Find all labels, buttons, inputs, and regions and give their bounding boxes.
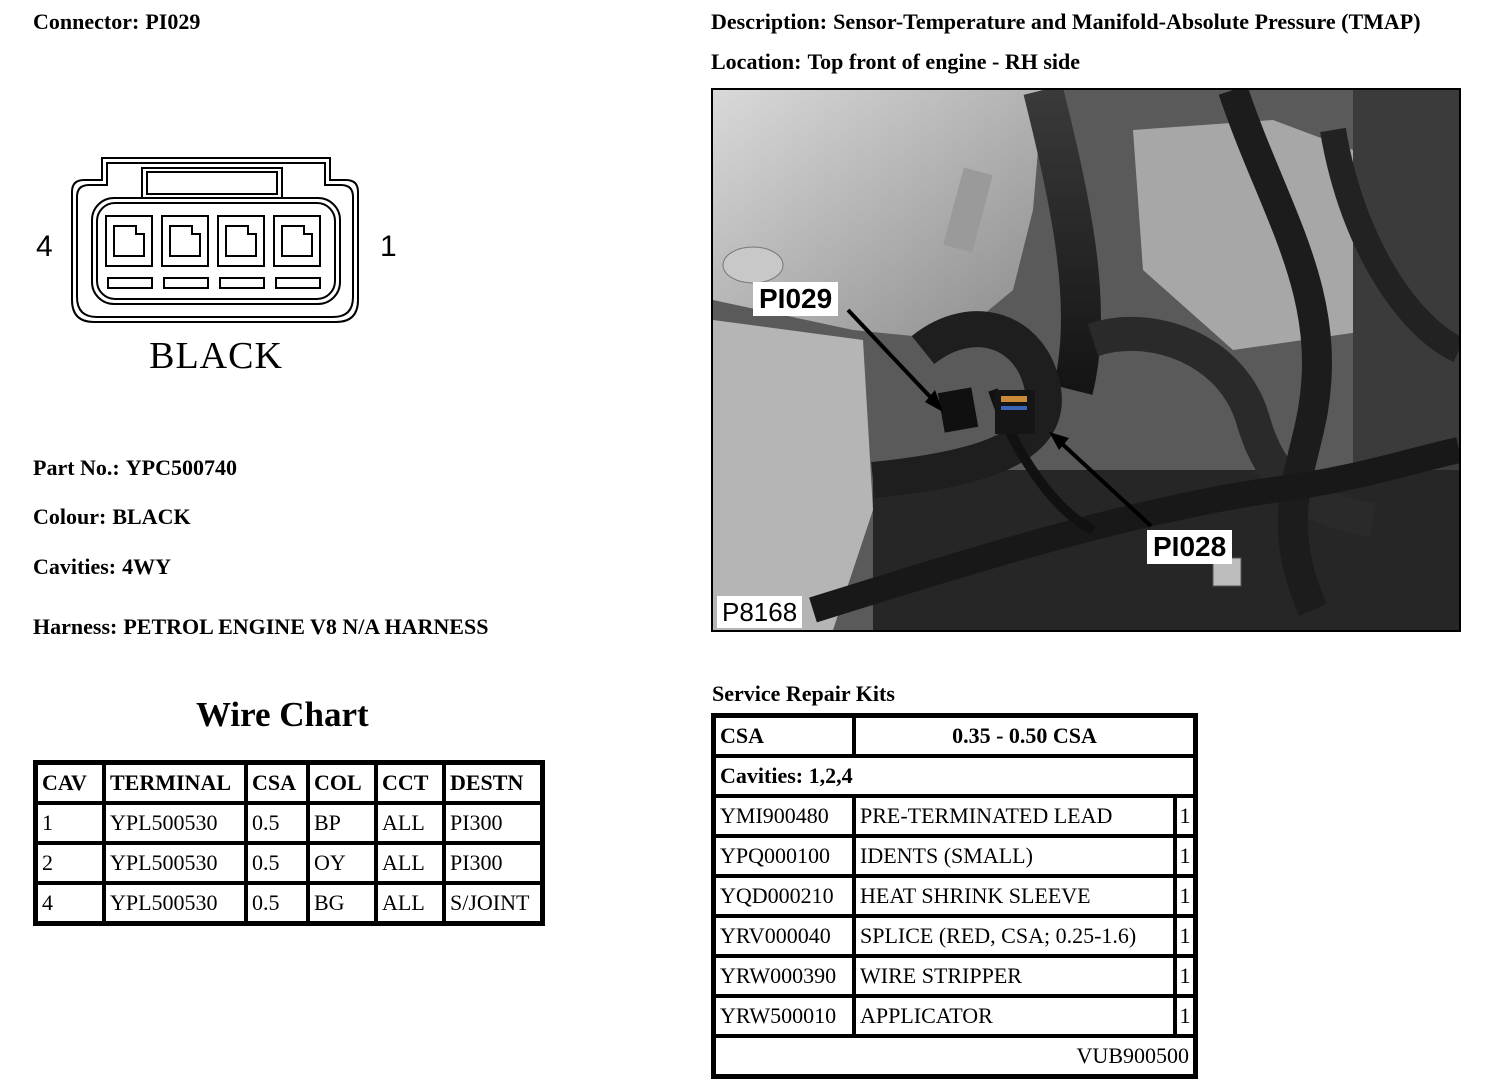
- pin-number-right: 1: [380, 230, 397, 263]
- kit-quantity: 1: [1175, 996, 1195, 1036]
- cell-cct: ALL: [376, 883, 444, 923]
- wire-chart-header-row: CAV TERMINAL CSA COL CCT DESTN: [36, 763, 542, 803]
- cell-cct: ALL: [376, 803, 444, 843]
- kit-description: IDENTS (SMALL): [854, 836, 1175, 876]
- cavities-line: Cavities:4WY: [33, 554, 171, 580]
- connector-color-label: BLACK: [149, 335, 283, 377]
- table-row: 1 YPL500530 0.5 BP ALL PI300: [36, 803, 542, 843]
- wire-chart-table: CAV TERMINAL CSA COL CCT DESTN 1 YPL5005…: [33, 760, 545, 926]
- pin-number-left: 4: [36, 230, 53, 263]
- cell-csa: 0.5: [246, 883, 308, 923]
- harness-value: PETROL ENGINE V8 N/A HARNESS: [123, 614, 489, 639]
- description-label: Description:: [711, 9, 828, 34]
- kit-description: APPLICATOR: [854, 996, 1175, 1036]
- kit-quantity: 1: [1175, 916, 1195, 956]
- kit-code: YMI900480: [714, 796, 854, 836]
- cell-terminal: YPL500530: [104, 843, 246, 883]
- kit-quantity: 1: [1175, 956, 1195, 996]
- kits-footer-row: VUB900500: [714, 1036, 1195, 1076]
- photo-reference-id: P8168: [717, 596, 803, 628]
- kits-cavities-row: Cavities: 1,2,4: [714, 756, 1195, 796]
- list-item: YMI900480 PRE-TERMINATED LEAD 1: [714, 796, 1195, 836]
- kit-quantity: 1: [1175, 836, 1195, 876]
- kit-code: YRV000040: [714, 916, 854, 956]
- colour-line: Colour:BLACK: [33, 504, 191, 530]
- callout-pi029: PI029: [753, 282, 839, 316]
- column-header-col: COL: [308, 763, 376, 803]
- cell-csa: 0.5: [246, 843, 308, 883]
- cell-destn: S/JOINT: [444, 883, 542, 923]
- cavities-label: Cavities:: [33, 554, 117, 579]
- location-value: Top front of engine - RH side: [807, 49, 1081, 74]
- wire-chart-title: Wire Chart: [196, 695, 369, 734]
- cavity-1: [273, 215, 321, 267]
- kit-description: PRE-TERMINATED LEAD: [854, 796, 1175, 836]
- list-item: YRW000390 WIRE STRIPPER 1: [714, 956, 1195, 996]
- connector-value: PI029: [145, 9, 201, 34]
- csa-label: CSA: [714, 716, 854, 756]
- list-item: YRV000040 SPLICE (RED, CSA; 0.25-1.6) 1: [714, 916, 1195, 956]
- cell-destn: PI300: [444, 803, 542, 843]
- kit-description: WIRE STRIPPER: [854, 956, 1175, 996]
- kit-code: YQD000210: [714, 876, 854, 916]
- description-value: Sensor-Temperature and Manifold-Absolute…: [833, 9, 1421, 34]
- column-header-csa: CSA: [246, 763, 308, 803]
- colour-label: Colour:: [33, 504, 107, 529]
- table-row: 4 YPL500530 0.5 BG ALL S/JOINT: [36, 883, 542, 923]
- engine-photo-illustration: [713, 90, 1459, 630]
- kits-csa-row: CSA 0.35 - 0.50 CSA: [714, 716, 1195, 756]
- kit-code: YRW500010: [714, 996, 854, 1036]
- cell-cav: 2: [36, 843, 104, 883]
- colour-value: BLACK: [112, 504, 191, 529]
- cell-col: BG: [308, 883, 376, 923]
- connector-face-diagram: 4 1 BLACK: [36, 157, 397, 377]
- kit-description: SPLICE (RED, CSA; 0.25-1.6): [854, 916, 1175, 956]
- cavity-2: [217, 215, 265, 267]
- csa-value: 0.35 - 0.50 CSA: [854, 716, 1195, 756]
- list-item: YPQ000100 IDENTS (SMALL) 1: [714, 836, 1195, 876]
- harness-line: Harness:PETROL ENGINE V8 N/A HARNESS: [33, 614, 488, 640]
- connector-label: Connector:: [33, 9, 140, 34]
- cell-destn: PI300: [444, 843, 542, 883]
- service-repair-kits-table: CSA 0.35 - 0.50 CSA Cavities: 1,2,4 YMI9…: [711, 713, 1198, 1079]
- list-item: YQD000210 HEAT SHRINK SLEEVE 1: [714, 876, 1195, 916]
- cell-terminal: YPL500530: [104, 883, 246, 923]
- kit-code: YPQ000100: [714, 836, 854, 876]
- cell-cav: 4: [36, 883, 104, 923]
- connector-housing-outline: [71, 157, 359, 323]
- harness-label: Harness:: [33, 614, 118, 639]
- kit-code: YRW000390: [714, 956, 854, 996]
- column-header-cav: CAV: [36, 763, 104, 803]
- kits-footer-code: VUB900500: [714, 1036, 1195, 1076]
- connector-heading: Connector:PI029: [33, 9, 200, 35]
- cavities-value: 4WY: [122, 554, 171, 579]
- cell-col: OY: [308, 843, 376, 883]
- list-item: YRW500010 APPLICATOR 1: [714, 996, 1195, 1036]
- table-row: 2 YPL500530 0.5 OY ALL PI300: [36, 843, 542, 883]
- callout-pi028: PI028: [1147, 530, 1233, 564]
- kit-quantity: 1: [1175, 876, 1195, 916]
- cell-cct: ALL: [376, 843, 444, 883]
- cell-cav: 1: [36, 803, 104, 843]
- cavity-terminals: [105, 215, 321, 267]
- cell-col: BP: [308, 803, 376, 843]
- column-header-cct: CCT: [376, 763, 444, 803]
- cell-csa: 0.5: [246, 803, 308, 843]
- column-header-destn: DESTN: [444, 763, 542, 803]
- location-label: Location:: [711, 49, 802, 74]
- kits-title: Service Repair Kits: [712, 681, 895, 706]
- part-no-line: Part No.:YPC500740: [33, 455, 237, 481]
- engine-location-photo: PI029 PI028 P8168: [711, 88, 1461, 632]
- kit-description: HEAT SHRINK SLEEVE: [854, 876, 1175, 916]
- kits-cavities: Cavities: 1,2,4: [714, 756, 1195, 796]
- location-heading: Location:Top front of engine - RH side: [711, 49, 1080, 75]
- description-heading: Description:Sensor-Temperature and Manif…: [711, 9, 1421, 35]
- part-no-value: YPC500740: [125, 455, 237, 480]
- column-header-terminal: TERMINAL: [104, 763, 246, 803]
- cell-terminal: YPL500530: [104, 803, 246, 843]
- kit-quantity: 1: [1175, 796, 1195, 836]
- cavity-4: [105, 215, 153, 267]
- part-no-label: Part No.:: [33, 455, 120, 480]
- cavity-3: [161, 215, 209, 267]
